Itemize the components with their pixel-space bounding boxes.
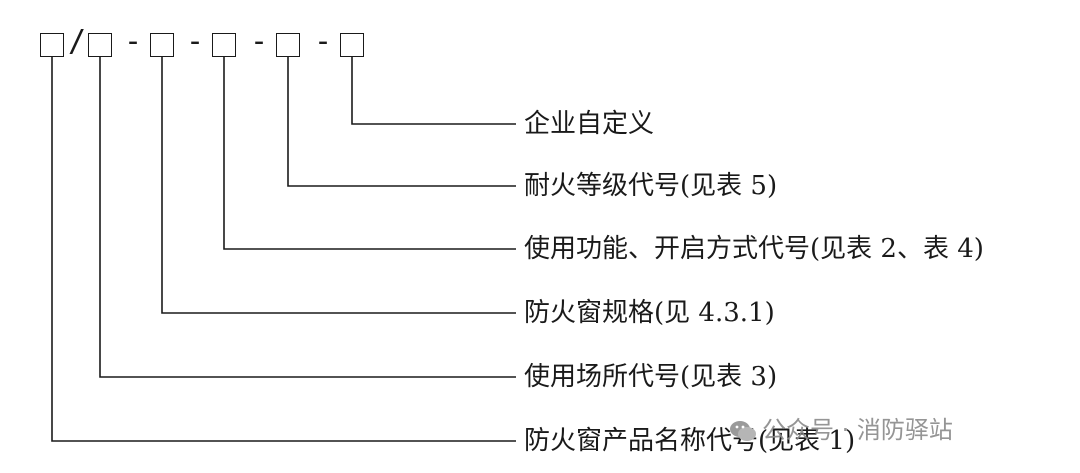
code-box-4 bbox=[212, 33, 236, 57]
code-box-6 bbox=[340, 33, 364, 57]
label-enterprise-defined: 企业自定义 bbox=[524, 109, 655, 139]
leader-line-fire-rating bbox=[287, 57, 516, 187]
leader-line-location bbox=[99, 57, 516, 378]
label-product-name-code: 防火窗产品名称代号(见表 1) bbox=[524, 426, 856, 456]
separator-dash-3: - bbox=[250, 24, 269, 59]
leader-line-product-name bbox=[51, 57, 516, 442]
label-window-spec: 防火窗规格(见 4.3.1) bbox=[524, 298, 775, 328]
code-box-1 bbox=[40, 33, 64, 57]
code-box-5 bbox=[276, 33, 300, 57]
separator-dash-1: - bbox=[124, 24, 143, 59]
separator-dash-2: - bbox=[186, 24, 205, 59]
code-box-2 bbox=[88, 33, 112, 57]
leader-line-enterprise bbox=[351, 57, 516, 125]
wechat-icon bbox=[730, 421, 756, 441]
label-fire-rating-code: 耐火等级代号(见表 5) bbox=[524, 171, 778, 201]
watermark-text: 公众号 · 消防驿站 bbox=[762, 416, 953, 444]
leader-line-spec bbox=[161, 57, 516, 314]
separator-dash-4: - bbox=[314, 24, 333, 59]
label-function-opening-code: 使用功能、开启方式代号(见表 2、表 4) bbox=[524, 234, 984, 264]
separator-slash: / bbox=[68, 24, 87, 59]
label-location-code: 使用场所代号(见表 3) bbox=[524, 362, 778, 392]
leader-line-function bbox=[223, 57, 516, 250]
code-box-3 bbox=[150, 33, 174, 57]
